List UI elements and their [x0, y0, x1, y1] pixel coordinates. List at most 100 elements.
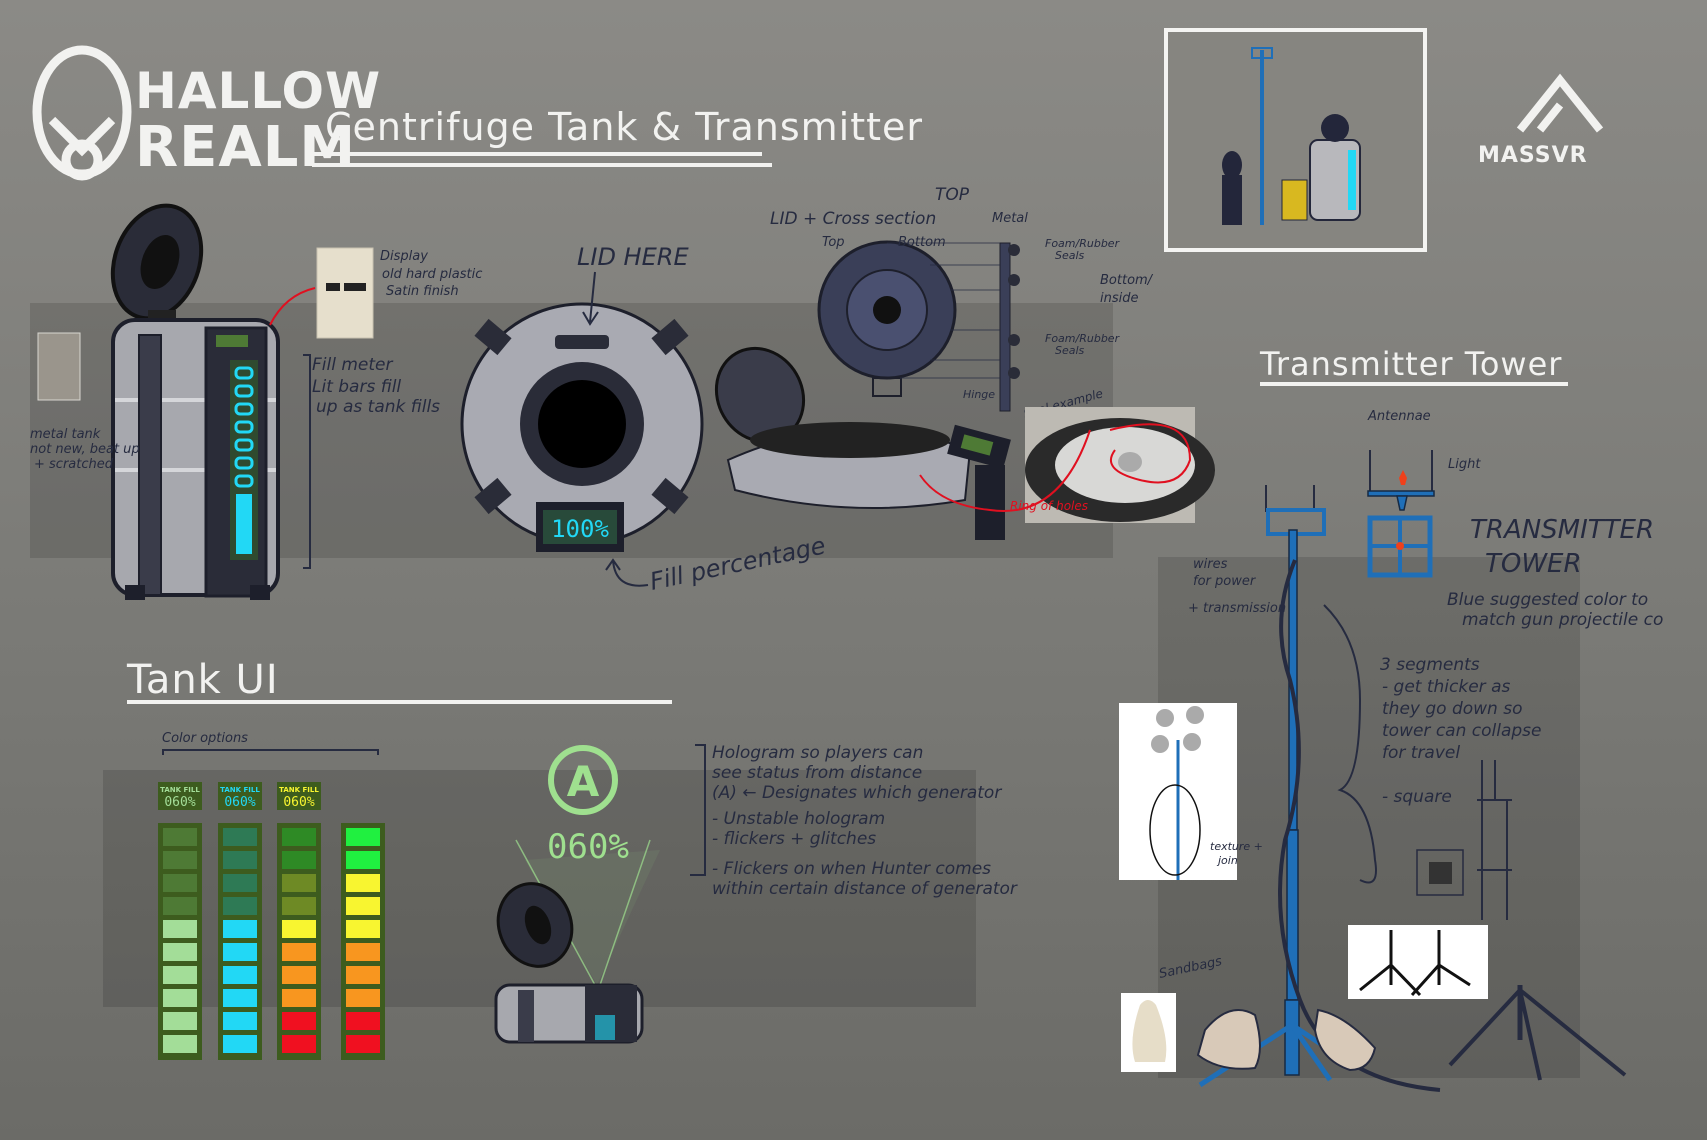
transmitter-handwritten-title: TRANSMITTER TOWER: [1470, 515, 1654, 579]
svg-text:+ scratched: + scratched: [34, 457, 114, 472]
fill-bar-segment: [346, 989, 380, 1007]
fill-bar-segment: [223, 920, 257, 938]
svg-text:+ transmission: + transmission: [1188, 601, 1286, 616]
light-label: Light: [1448, 457, 1481, 472]
hologram-note-line: (A) ← Designates which generator: [712, 783, 1002, 803]
tank-fill-readout-label: TANK FILL: [220, 786, 260, 794]
segments-note-line: tower can collapse: [1382, 721, 1541, 741]
seal-example-photo: [1025, 407, 1215, 523]
massvr-logo: MASSVR: [1478, 73, 1604, 168]
svg-text:Blue suggested color to: Blue suggested color to: [1447, 590, 1648, 610]
display-reference-photo: [316, 247, 374, 339]
hologram-display: A 060%: [515, 745, 660, 986]
fill-bar-segment: [282, 943, 316, 961]
metal-tank-note: metal tank not new, beat up + scratched: [30, 427, 140, 472]
logo-line-2: REALM: [135, 115, 356, 180]
fill-bar-segment: [223, 943, 257, 961]
color-options-label: Color options: [162, 731, 248, 746]
cross-section-top-arrow-label: TOP: [935, 185, 970, 205]
wires-note: wires for power + transmission: [1188, 557, 1286, 616]
hinge-label: Hinge: [963, 388, 995, 401]
gas-mask-icon: [32, 45, 132, 181]
svg-text:inside: inside: [1100, 291, 1139, 306]
title-underline-1: [312, 152, 762, 156]
fill-meter-note: Fill meter Lit bars fill up as tank fill…: [312, 355, 440, 417]
hologram-note-line: - Unstable hologram: [712, 809, 885, 829]
hologram-note-line: Hologram so players can: [712, 743, 923, 763]
keg-reference-photo: [37, 332, 81, 401]
tank-fill-readout-value: 060%: [164, 795, 195, 810]
fill-bar-segment: [223, 828, 257, 846]
segments-note-line: for travel: [1382, 743, 1460, 763]
title-underline-2: [312, 163, 772, 167]
svg-text:not new, beat up: not new, beat up: [30, 442, 140, 457]
fill-bar-segment: [163, 920, 197, 938]
svg-text:TRANSMITTER: TRANSMITTER: [1470, 515, 1654, 545]
cross-section-bottom-label: Bottom: [898, 235, 946, 250]
hologram-notes-bracket: [690, 744, 706, 876]
fill-bar-segment: [223, 1012, 257, 1030]
light-icon: [1399, 470, 1407, 485]
fill-bar-segment: [282, 851, 316, 869]
fill-bar-segment: [282, 920, 316, 938]
transmitter-heading: Transmitter Tower: [1259, 345, 1562, 383]
svg-text:Fill meter: Fill meter: [312, 355, 393, 375]
color-note: Blue suggested color to match gun projec…: [1447, 590, 1663, 630]
fill-bar-segment: [163, 851, 197, 869]
antenna-detail: [1367, 450, 1435, 578]
fill-bar-segment: [346, 828, 380, 846]
ring-of-holes-label: Ring of holes: [1010, 499, 1088, 513]
cross-section-top-label: Top: [822, 235, 845, 250]
svg-text:metal tank: metal tank: [30, 427, 101, 442]
lid-arrow: [582, 271, 599, 326]
logo-line-1: HALLOW: [135, 62, 381, 120]
svg-text:match gun projectile co: match gun projectile co: [1462, 610, 1663, 630]
lid-top-view: 100%: [460, 302, 704, 552]
bottom-inside-label: Bottom/ inside: [1100, 273, 1154, 306]
segments-brace: [1323, 604, 1377, 884]
fill-bar-segment: [163, 828, 197, 846]
sandbags-drawing: [1196, 1008, 1377, 1072]
svg-text:wires: wires: [1193, 557, 1228, 572]
lid-cross-section: [817, 240, 1020, 412]
segments-note-line: 3 segments: [1380, 655, 1480, 675]
lid-fill-readout: 100%: [551, 515, 609, 543]
tank-fill-readout-value: 060%: [283, 795, 314, 810]
hologram-note-line: see status from distance: [712, 763, 922, 783]
fill-bar-color-options: [158, 823, 385, 1060]
svg-text:Seals: Seals: [1055, 344, 1085, 357]
page-title: Centrifuge Tank & Transmitter: [325, 105, 923, 149]
hologram-note-line: within certain distance of generator: [712, 879, 1018, 899]
tank-fill-readout-value: 060%: [224, 795, 255, 810]
hallow-realm-logo: HALLOW REALM: [32, 45, 381, 181]
fill-bar-segment: [282, 989, 316, 1007]
tank-ui-underline: [127, 700, 672, 704]
centrifuge-tank-drawing: [110, 203, 280, 600]
fill-bar-segment: [163, 989, 197, 1007]
hologram-fill-value: 060%: [547, 827, 629, 867]
svg-text:texture +: texture +: [1210, 840, 1263, 853]
thumbnail-scene: [1164, 28, 1427, 252]
svg-text:for power: for power: [1193, 574, 1257, 589]
fill-bar-segment: [282, 966, 316, 984]
fill-bar-segment: [163, 1012, 197, 1030]
segments-note-line: - square: [1382, 787, 1452, 807]
fill-bar-segment: [282, 1012, 316, 1030]
floodlight-reference-photo: [1119, 703, 1237, 880]
fill-bar-segment: [163, 874, 197, 892]
texture-note: texture + join: [1210, 840, 1263, 867]
display-screen: [326, 283, 340, 291]
fill-percentage-arrow: [605, 558, 649, 587]
fill-bar-segment: [223, 897, 257, 915]
antennae-label: Antennae: [1367, 409, 1431, 424]
fill-bar-segment: [282, 828, 316, 846]
svg-text:Seals: Seals: [1055, 249, 1085, 262]
fill-bar-segment: [223, 966, 257, 984]
segments-note-line: they go down so: [1382, 699, 1523, 719]
tank-fill-readout-box: [218, 782, 262, 810]
svg-text:TOWER: TOWER: [1485, 549, 1582, 579]
massvr-wordmark: MASSVR: [1478, 143, 1588, 168]
metal-label: Metal: [992, 211, 1028, 226]
